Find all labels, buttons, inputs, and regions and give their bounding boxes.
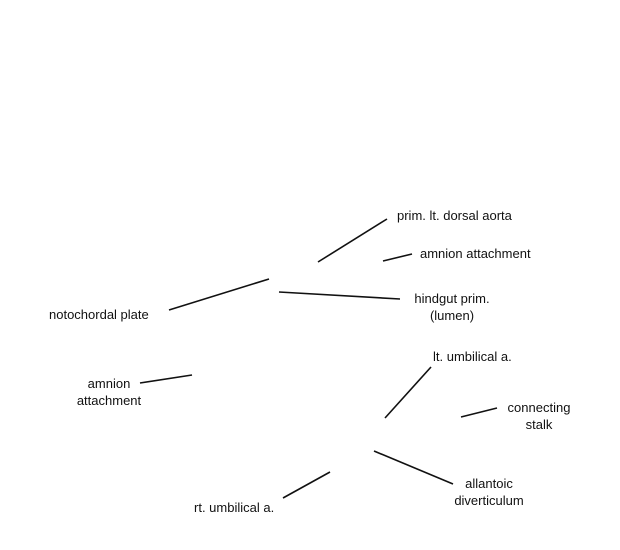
leader-lt-umbilical-a: [384, 366, 432, 419]
label-amnion-attachment-upper: amnion attachment: [420, 245, 531, 262]
label-rt-umbilical-a: rt. umbilical a.: [194, 499, 274, 516]
label-allantoic-diverticulum: allantoic diverticulum: [446, 475, 532, 509]
label-connecting-stalk-line2: stalk: [525, 417, 553, 432]
label-rt-umbilical-a-text: rt. umbilical a.: [194, 500, 275, 515]
label-amnion-attachment-left: amnion attachment: [66, 375, 152, 409]
label-lt-umbilical-a-text: lt. umbilical a.: [433, 349, 512, 364]
label-notochordal-plate: notochordal plate: [49, 306, 149, 323]
label-prim-lt-dorsal-aorta: prim. lt. dorsal aorta: [397, 207, 512, 224]
leader-rt-umbilical-a: [282, 471, 331, 499]
label-allantoic-diverticulum-line1: allantoic: [465, 476, 513, 491]
label-connecting-stalk-line1: connecting: [507, 400, 571, 415]
label-connecting-stalk: connecting stalk: [498, 399, 580, 433]
label-hindgut-prim: hindgut prim. (lumen): [404, 290, 500, 324]
label-notochordal-plate-text: notochordal plate: [49, 307, 149, 322]
leader-amnion-attachment-left: [139, 374, 193, 384]
leader-prim-lt-dorsal-aorta: [317, 218, 388, 263]
leader-amnion-attachment-upper: [382, 253, 413, 262]
leader-notochordal-plate: [168, 278, 270, 311]
leader-hindgut-prim: [278, 291, 401, 300]
label-amnion-attachment-left-line1: amnion: [87, 376, 131, 391]
label-amnion-attachment-upper-text: amnion attachment: [420, 246, 531, 261]
label-lt-umbilical-a: lt. umbilical a.: [433, 348, 512, 365]
leader-connecting-stalk: [460, 407, 498, 418]
leader-allantoic-diverticulum: [373, 450, 454, 485]
label-hindgut-prim-line1: hindgut prim.: [414, 291, 490, 306]
label-hindgut-prim-line2: (lumen): [429, 308, 475, 323]
label-allantoic-diverticulum-line2: diverticulum: [454, 493, 524, 508]
label-prim-lt-dorsal-aorta-text: prim. lt. dorsal aorta: [397, 208, 512, 223]
label-amnion-attachment-left-line2: attachment: [76, 393, 142, 408]
